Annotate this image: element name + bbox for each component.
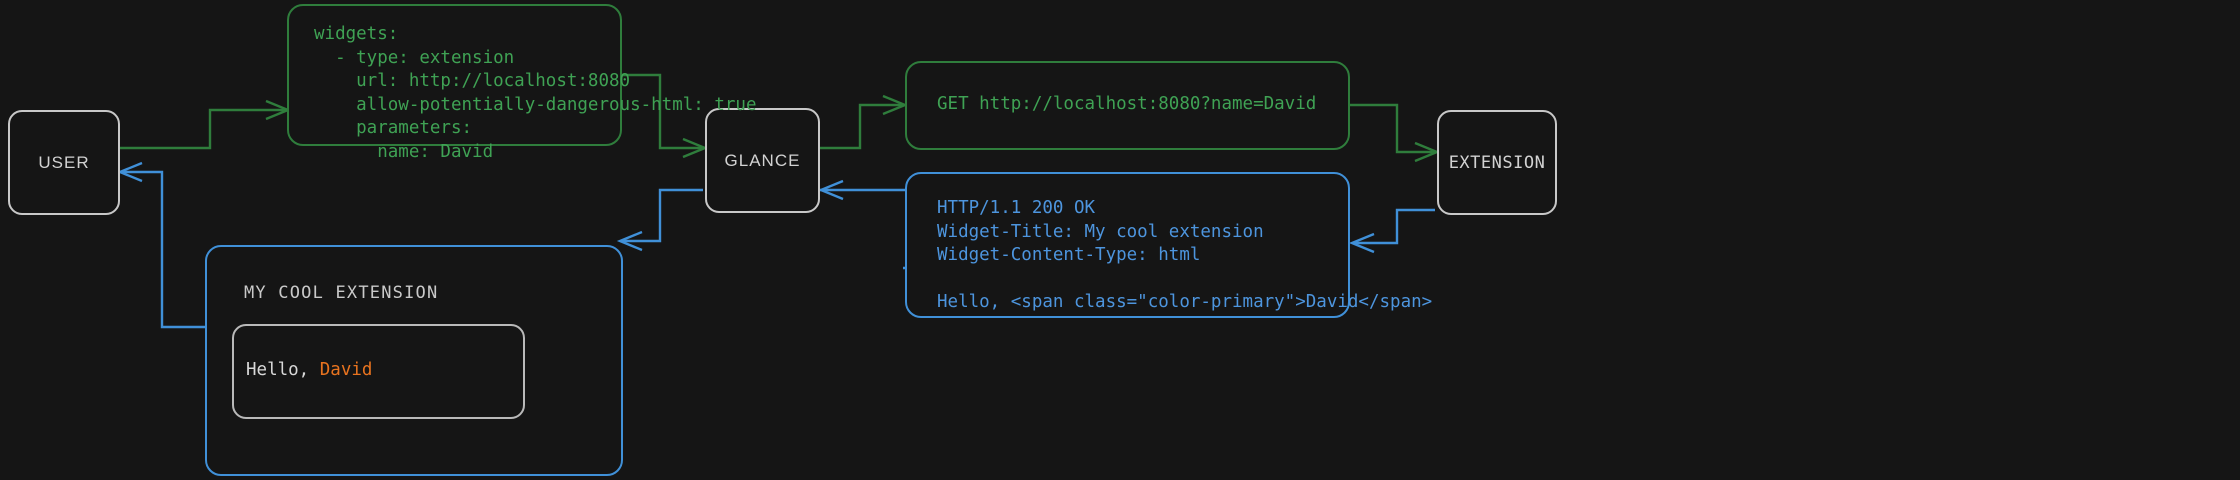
edge-widget-to-user [116,161,205,329]
widget-title: MY COOL EXTENSION [244,283,439,303]
panel-http-get-request[interactable]: GET http://localhost:8080?name=David [905,61,1350,150]
widget-content-box: Hello, David [232,324,525,419]
panel-glance-yaml-config[interactable]: widgets: - type: extension url: http://l… [287,4,757,162]
node-extension-label: EXTENSION [1448,152,1546,173]
widget-greeting: Hello, David [246,360,372,380]
http-request-text: GET http://localhost:8080?name=David [937,94,1317,114]
node-glance[interactable]: GLANCE [705,108,820,213]
node-glance-label: GLANCE [724,150,801,170]
edge-user-to-config [120,99,292,150]
edge-request-to-extension [1350,103,1441,163]
node-user[interactable]: USER [8,110,120,215]
edge-glance-to-request [820,94,909,150]
yaml-config-text: widgets: - type: extension url: http://l… [314,24,757,162]
panel-http-response[interactable]: HTTP/1.1 200 OK Widget-Title: My cool ex… [905,172,1432,318]
edge-glance-to-widget [616,188,703,252]
node-user-label: USER [38,152,90,172]
widget-greeting-name: David [319,360,373,380]
node-extension[interactable]: EXTENSION [1437,110,1557,215]
widget-greeting-prefix: Hello, [246,360,320,380]
http-response-text: HTTP/1.1 200 OK Widget-Title: My cool ex… [937,198,1433,312]
panel-rendered-widget[interactable]: MY COOL EXTENSION Hello, David [205,245,623,476]
